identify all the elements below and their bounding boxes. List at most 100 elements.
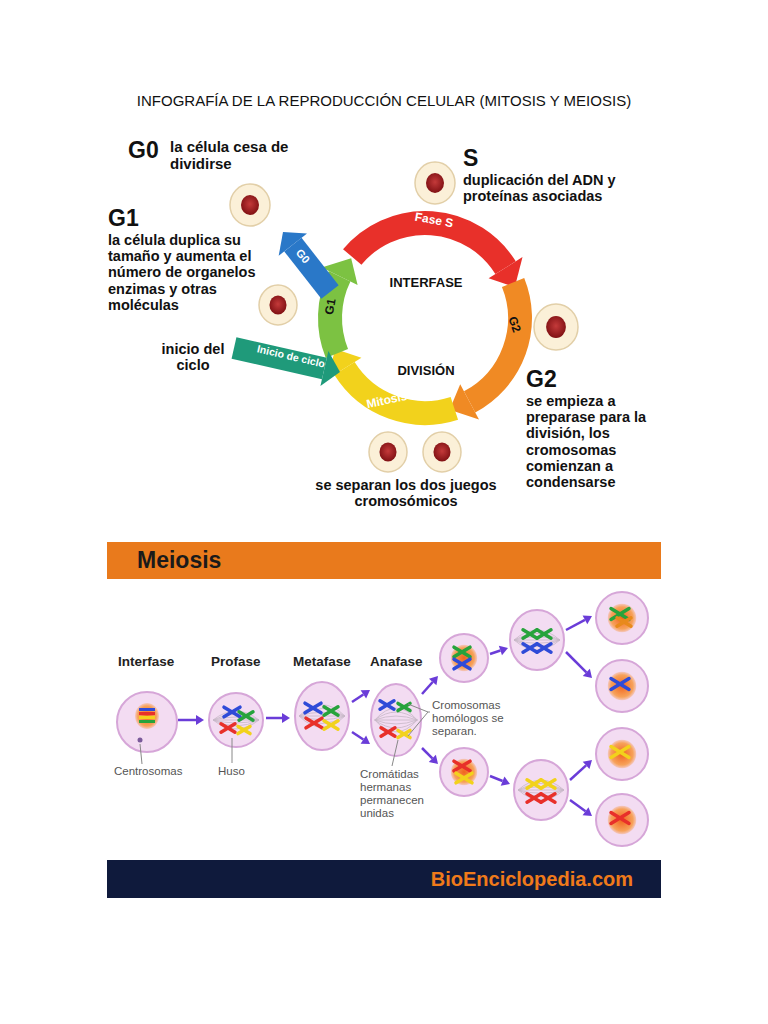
cell xyxy=(371,684,421,756)
nucleus xyxy=(379,443,396,462)
step-arrow xyxy=(490,651,500,654)
cell-cycle xyxy=(230,162,578,472)
cell xyxy=(230,184,270,226)
label: Cromátidas hermanas permanecen unidas xyxy=(360,768,450,820)
chromosome xyxy=(221,724,235,732)
arrow-head xyxy=(196,715,204,725)
chromosome xyxy=(398,730,410,737)
chromosome xyxy=(454,659,470,669)
arrow-head xyxy=(361,735,370,744)
chromosome xyxy=(527,794,541,802)
chromosome xyxy=(611,747,629,758)
label: G2 xyxy=(526,367,566,393)
chromosome xyxy=(454,647,470,657)
label: se separan los dos juegos cromosómicos xyxy=(296,477,516,509)
spindle-fiber xyxy=(514,630,560,640)
band-text: Meiosis xyxy=(137,547,221,574)
chromosome xyxy=(456,773,472,783)
chromosome xyxy=(454,761,470,771)
chromosome xyxy=(537,630,551,638)
label: Anafase xyxy=(370,654,440,669)
nucleus xyxy=(433,443,450,462)
chromosome xyxy=(454,659,470,669)
chromosome xyxy=(239,712,253,720)
chromosome xyxy=(611,679,629,690)
chromosome xyxy=(611,679,629,690)
chromosome xyxy=(523,644,537,652)
label: inicio del ciclo xyxy=(148,341,238,373)
spindle-fiber xyxy=(375,720,418,724)
chromosome xyxy=(541,780,555,788)
cell xyxy=(534,304,578,350)
label: G0 xyxy=(128,138,168,164)
chromosome xyxy=(381,728,395,736)
label: Cromosomas homólogos se separan. xyxy=(432,699,522,738)
leader-line xyxy=(392,740,398,766)
step-arrow xyxy=(352,694,363,702)
nucleus xyxy=(451,645,477,671)
cell xyxy=(209,693,263,747)
leader-line xyxy=(408,704,430,712)
arrow-head xyxy=(282,713,290,723)
nucleus xyxy=(608,672,637,701)
cell xyxy=(596,728,648,780)
chromosome xyxy=(221,724,235,732)
label: la célula duplica su tamaño y aumenta el… xyxy=(108,232,288,313)
nucleus xyxy=(135,703,159,729)
spindle-fiber xyxy=(375,712,418,720)
step-arrow xyxy=(570,765,586,780)
label: INTERFASE xyxy=(376,276,476,291)
nucleus xyxy=(608,806,637,835)
cell xyxy=(510,610,564,670)
page-title: INFOGRAFÍA DE LA REPRODUCCIÓN CELULAR (M… xyxy=(0,92,768,109)
chromosome xyxy=(454,761,470,771)
cell xyxy=(423,432,461,472)
title-banner: Meiosis xyxy=(107,542,661,579)
label: DIVISIÓN xyxy=(381,364,471,379)
cell xyxy=(440,634,488,682)
label: Huso xyxy=(218,765,268,778)
chromosome xyxy=(537,644,551,652)
cell xyxy=(415,162,455,204)
chromosome xyxy=(324,707,338,715)
arrow-head xyxy=(429,676,438,685)
spindle-fiber xyxy=(375,720,418,721)
nucleus xyxy=(241,195,259,215)
arrow-head xyxy=(583,760,592,769)
step-arrow xyxy=(422,682,433,694)
chromatin xyxy=(139,720,155,723)
step-arrow xyxy=(266,717,282,720)
centrosome xyxy=(138,738,143,743)
nucleus xyxy=(451,759,477,785)
step-arrow xyxy=(178,719,196,722)
cell xyxy=(514,760,568,820)
chromosome xyxy=(305,703,321,713)
chromosome xyxy=(541,780,555,788)
chromosome xyxy=(617,618,631,626)
chromosome xyxy=(537,630,551,638)
chromosome xyxy=(527,794,541,802)
chromosome xyxy=(611,813,629,824)
label: se empieza a preparase para la división,… xyxy=(526,393,656,490)
label: la célula cesa de dividirse xyxy=(170,139,320,173)
chromosome xyxy=(306,718,322,728)
label: S xyxy=(463,146,493,172)
leader-line xyxy=(232,738,233,763)
chromosome xyxy=(523,630,537,638)
leader-line xyxy=(408,712,428,736)
chromatin xyxy=(139,716,155,719)
chromosome xyxy=(611,813,629,824)
chromosome xyxy=(238,726,250,733)
chromosome xyxy=(527,780,541,788)
arrow-head xyxy=(501,776,510,785)
chromosome xyxy=(324,721,338,729)
arrow-head xyxy=(429,755,438,764)
nucleus xyxy=(426,173,444,193)
chromosome xyxy=(306,718,322,728)
chromosome xyxy=(527,780,541,788)
arrow-head xyxy=(583,669,592,678)
step-arrow xyxy=(490,776,503,781)
cell xyxy=(369,432,407,472)
cell xyxy=(596,592,648,644)
arrow-head xyxy=(361,690,370,699)
